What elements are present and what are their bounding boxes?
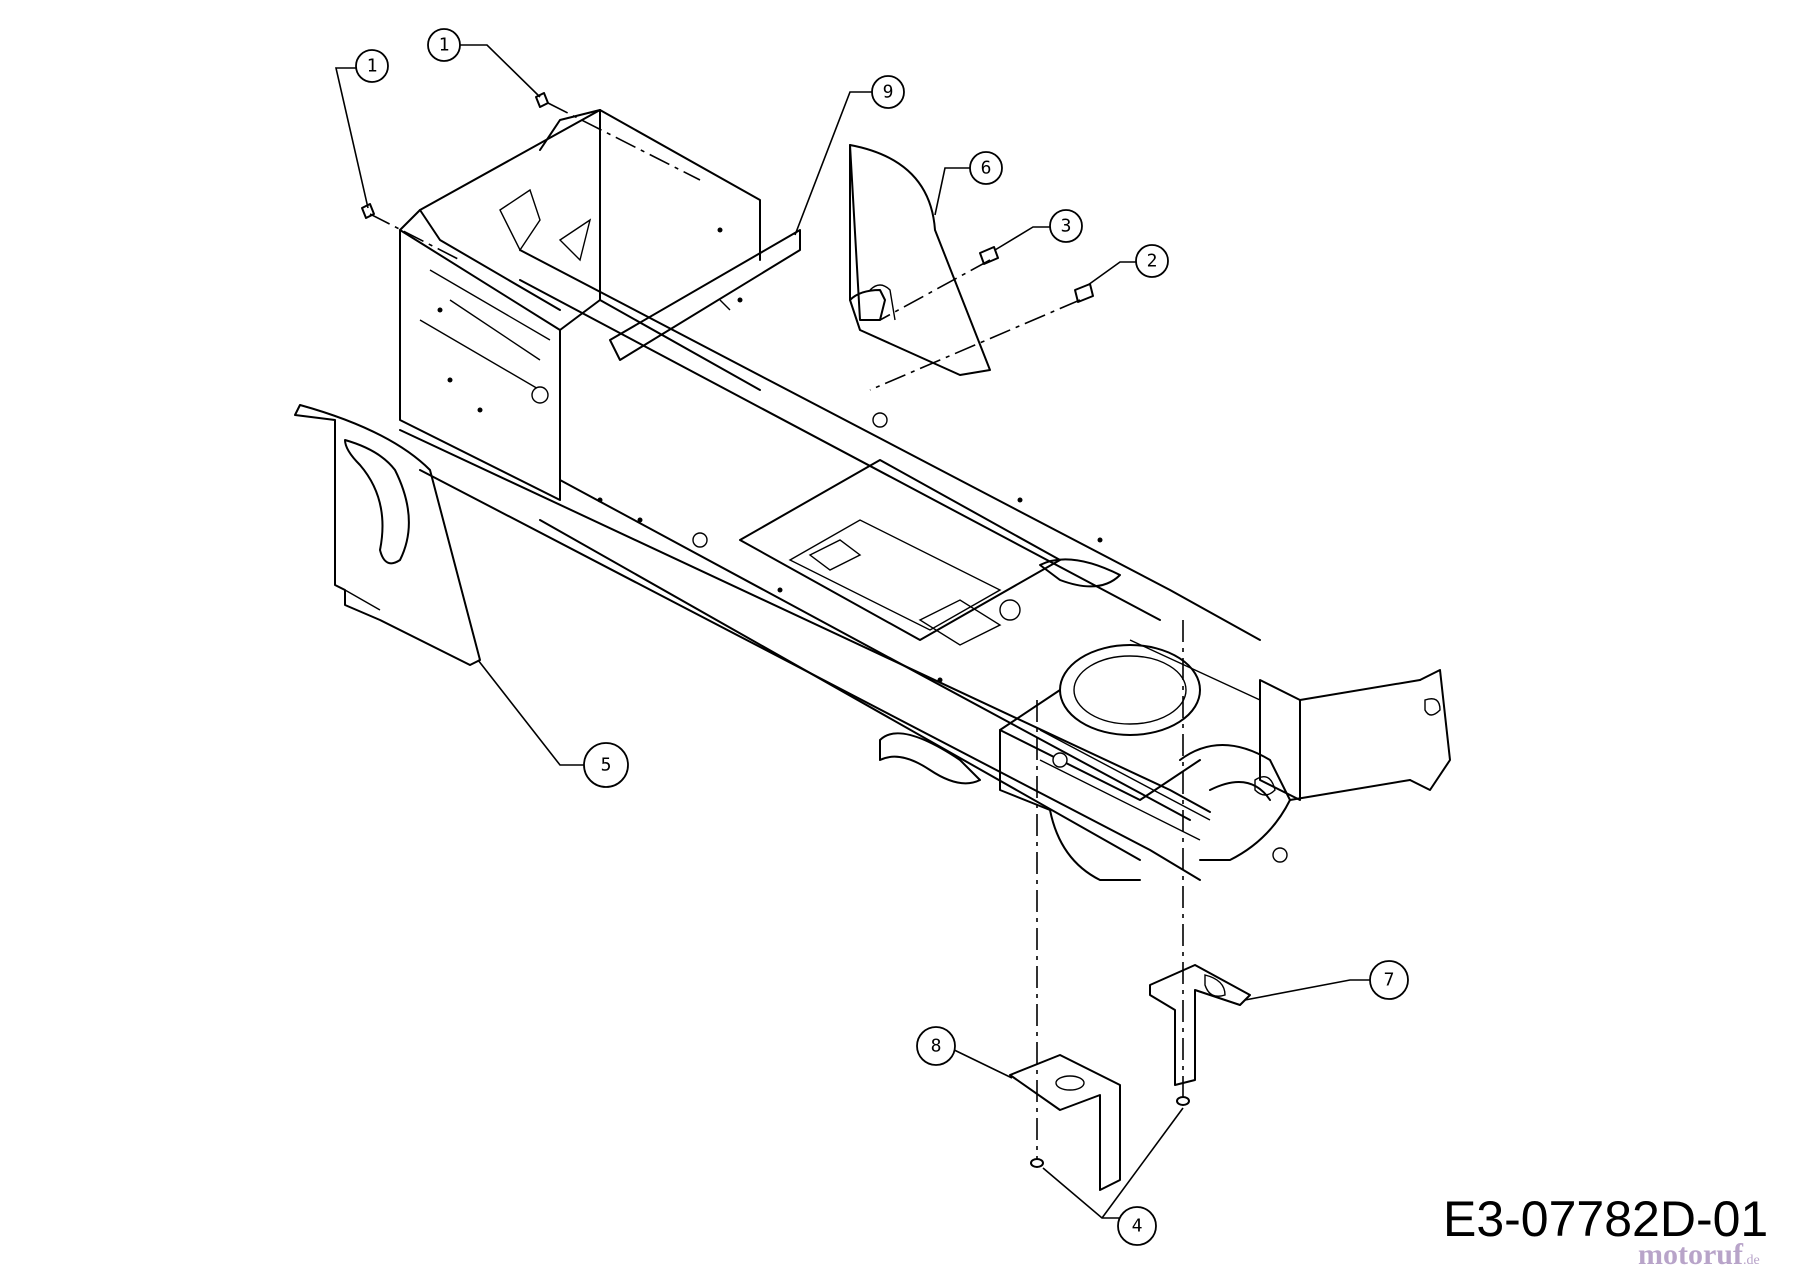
- part-2-bolt: [1074, 283, 1094, 303]
- callout-2-number: 2: [1147, 251, 1158, 272]
- drawing-code: E3-07782D-01: [1443, 1191, 1769, 1247]
- callouts: 1 1 9 6 3 2 5 7 8 4: [334, 28, 1409, 1246]
- callout-6-number: 6: [981, 158, 992, 179]
- part-5-side-panel: [294, 404, 481, 666]
- callout-8-number: 8: [931, 1036, 942, 1057]
- part-6-side-panel: [849, 144, 991, 376]
- callout-9-number: 9: [883, 82, 894, 103]
- callout-5-number: 5: [601, 755, 612, 776]
- callout-1a-number: 1: [367, 56, 378, 77]
- callout-1b-number: 1: [439, 35, 450, 56]
- callout-4-number: 4: [1132, 1216, 1143, 1237]
- part-4-nut: [1176, 1096, 1190, 1106]
- frame-hole: [999, 599, 1021, 621]
- part-4-nut: [1030, 1158, 1044, 1168]
- part-7-bracket: [1149, 964, 1251, 1086]
- fasteners: [361, 92, 1190, 1168]
- part-8-bracket: [1009, 1054, 1121, 1191]
- part-3-bolt: [979, 246, 999, 265]
- callout-7-number: 7: [1384, 970, 1395, 991]
- chassis-frame: [399, 109, 1451, 881]
- callout-3-number: 3: [1061, 216, 1072, 237]
- part-9-shield-plate: [609, 229, 801, 361]
- watermark-logo: motoruf.de: [1638, 1238, 1760, 1272]
- watermark-suffix: .de: [1742, 1253, 1760, 1268]
- watermark-brand: motoruf: [1638, 1238, 1743, 1271]
- assembly-lines: [369, 102, 1184, 1160]
